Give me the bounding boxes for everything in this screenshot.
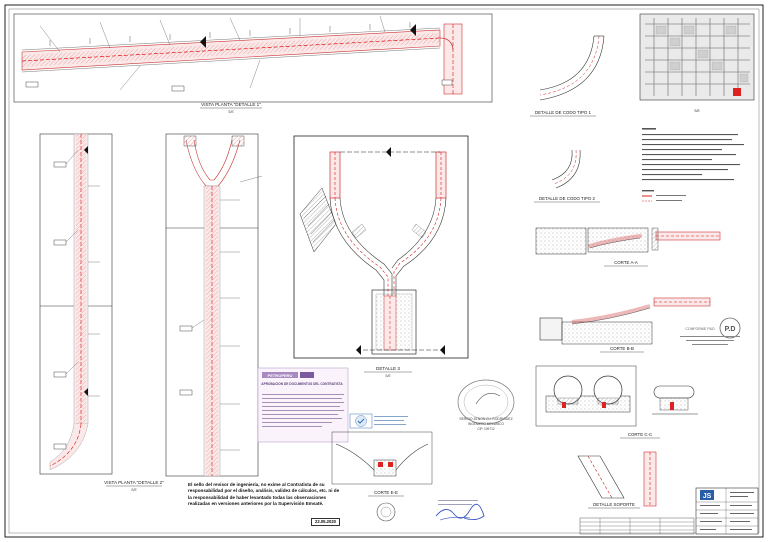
sheet-frame bbox=[4, 4, 764, 538]
sheet-inner-frame bbox=[8, 8, 760, 534]
north-arrow-icon bbox=[200, 36, 206, 48]
svg-text:DETALLE 3: DETALLE 3 bbox=[376, 366, 400, 371]
codo-detail-1: DETALLE DE CODO TIPO 1 bbox=[530, 35, 605, 117]
disclaimer-text: El sello del revisor de ingeniería, no e… bbox=[188, 482, 340, 507]
round-seal bbox=[376, 502, 396, 522]
section-corte-e: CORTE E-E bbox=[331, 431, 433, 497]
detail-3-center: DETALLE 3 S/E bbox=[293, 135, 469, 378]
svg-text:DETALLE SOPORTE: DETALLE SOPORTE bbox=[593, 502, 635, 507]
section-marker-icon bbox=[410, 24, 416, 36]
plan-detail-2-left: VISTA PLANTA "DETALLE 2" S/E bbox=[39, 133, 164, 492]
svg-text:CIP. 109712: CIP. 109712 bbox=[477, 427, 495, 431]
svg-text:DETALLE DE CODO TIPO 1: DETALLE DE CODO TIPO 1 bbox=[535, 110, 592, 115]
svg-text:S/E: S/E bbox=[131, 488, 137, 492]
company-logo: JS bbox=[703, 493, 712, 500]
svg-text:P.D: P.D bbox=[725, 326, 736, 333]
svg-text:CORTE A-A: CORTE A-A bbox=[614, 260, 638, 265]
general-notes bbox=[642, 128, 744, 202]
section-corte-c: CORTE C-C bbox=[535, 365, 660, 439]
section-corte-a: CORTE A-A bbox=[535, 227, 721, 267]
check-icon bbox=[349, 413, 408, 429]
disclaimer-note: El sello del revisor de ingeniería, no e… bbox=[184, 480, 344, 528]
plan-detail-1: VISTA PLANTA "DETALLE 1" S/E bbox=[13, 13, 493, 114]
svg-text:CORTE C-C: CORTE C-C bbox=[628, 432, 652, 437]
conforme-stamp: P.D CONFORME P&D bbox=[680, 317, 741, 345]
svg-text:CORTE E-E: CORTE E-E bbox=[374, 490, 398, 495]
title-plan-detail-2: VISTA PLANTA "DETALLE 2" bbox=[104, 480, 164, 485]
svg-text:CORTE B-B: CORTE B-B bbox=[610, 346, 634, 351]
codo-detail-2: DETALLE DE CODO TIPO 2 bbox=[534, 149, 600, 203]
section-corte-b: CORTE B-B bbox=[539, 297, 711, 353]
plan-detail-2-middle bbox=[165, 133, 263, 477]
support-detail: DETALLE SOPORTE bbox=[577, 451, 657, 509]
title-block: JS bbox=[579, 487, 759, 535]
svg-text:S/E: S/E bbox=[694, 109, 700, 113]
svg-text:S/E: S/E bbox=[228, 110, 234, 114]
svg-text:PETROPERU: PETROPERU bbox=[268, 373, 293, 378]
petroperu-approval-stamp bbox=[257, 367, 349, 443]
svg-text:SERGIO ZENON ELI RODRIGUEZ: SERGIO ZENON ELI RODRIGUEZ bbox=[459, 417, 512, 421]
location-key-map: S/E bbox=[639, 13, 755, 113]
engineer-stamp bbox=[457, 379, 515, 425]
signature-icon bbox=[435, 500, 485, 521]
section-corte-d bbox=[652, 385, 698, 415]
svg-text:DETALLE DE CODO TIPO 2: DETALLE DE CODO TIPO 2 bbox=[539, 196, 596, 201]
title-plan-detail-1: VISTA PLANTA "DETALLE 1" bbox=[201, 102, 261, 107]
svg-text:CONFORME P&D: CONFORME P&D bbox=[685, 327, 715, 331]
location-marker bbox=[733, 88, 741, 96]
note-date: 22.05.2020 bbox=[311, 517, 340, 526]
svg-text:APROBACION DE DOCUMENTOS DEL C: APROBACION DE DOCUMENTOS DEL CONTRATISTA bbox=[261, 382, 343, 386]
svg-text:S/E: S/E bbox=[385, 374, 391, 378]
svg-text:INGENIERO MECANICO: INGENIERO MECANICO bbox=[468, 422, 504, 426]
